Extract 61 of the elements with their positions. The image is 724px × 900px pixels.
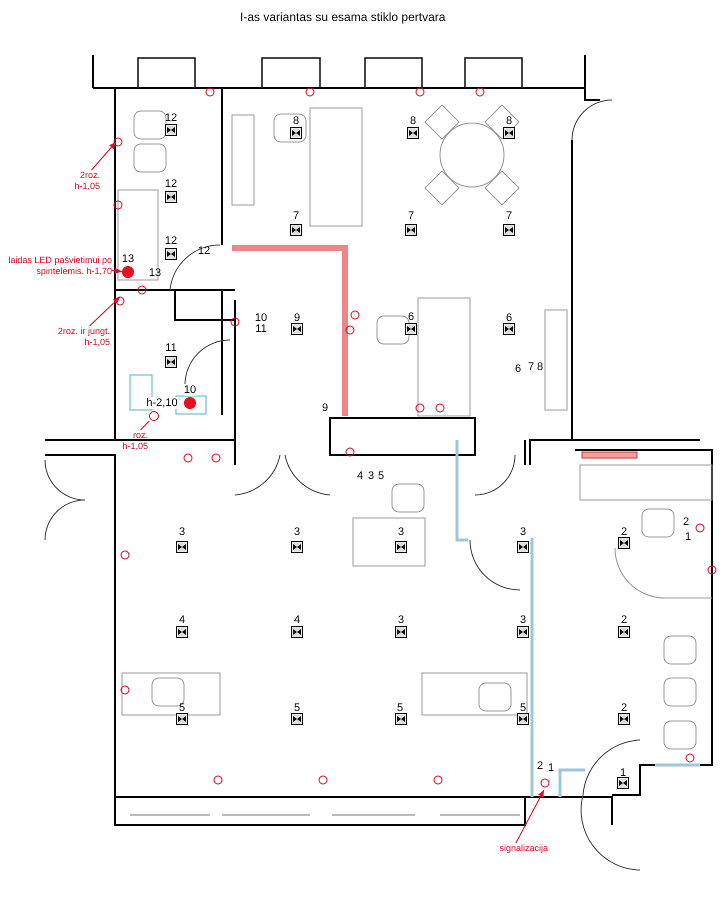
leader-line [112,268,122,274]
fixture-number: 2 [682,516,690,528]
fixture-number: 12 [198,245,210,257]
fixture-number: 11 [165,342,177,354]
fixture-number: 5 [294,702,300,714]
fixture-number: 10 [184,384,196,396]
fixture-number: 7 [408,210,414,222]
fixture-number: 7 [292,210,300,222]
leader-line [515,790,544,844]
leader-line [89,296,120,326]
fixture-number: 12 [164,235,178,247]
fixture-number: 8 [410,115,416,127]
fixture-number: 6 [408,311,414,323]
leader-line [91,142,116,170]
fixture-number: 3 [368,470,374,482]
fixture-number: 3 [294,526,300,538]
fixture-number: 3 [398,526,404,538]
height-note: h-2,10 [146,397,178,409]
fixture-number: 9 [322,402,328,414]
fixture-number: 5 [396,702,404,714]
fixture-number: 6 [506,312,512,324]
marker-dot [122,266,134,278]
fixture-number: 3 [520,614,526,626]
outlet-symbol [149,411,159,421]
diagram-title: I-as variantas su esama stiklo pertvara [240,10,446,24]
annotation-text: 2roz. h-1,05 [64,170,100,192]
fixture-number: 12 [164,178,178,190]
fixture-number: 2 [620,702,628,714]
fixture-number: 3 [520,526,526,538]
fixture-number: 3 [178,526,186,538]
fixture-number: 10 [254,312,268,324]
fixture-number: 1 [620,767,626,779]
fixture-number: 4 [356,470,364,482]
fixture-number: 2 [620,526,628,538]
fixture-number: 8 [506,115,512,127]
fixture-number: 9 [294,312,300,324]
fixture-number: 8 [292,115,300,127]
annotation-text: signalizacija [478,843,548,854]
fixture-number: 11 [255,323,267,335]
fixture-number: 4 [178,614,186,626]
fixture-number: 2 [536,760,544,772]
fixture-number: 8 [536,361,544,373]
marker-dot [184,397,196,409]
annotation-text: roz. h-1,05 [112,430,148,452]
annotation-text: laidas LED pašvietimui po spintelėmis. h-1,70 [8,255,112,277]
fixture-number: 7 [506,210,512,222]
fixture-number: 13 [148,267,162,279]
fixture-number: 12 [164,112,178,124]
fixture-number: 1 [684,531,692,543]
fixture-number: 3 [398,614,404,626]
fixture-number: 2 [620,614,628,626]
leader-line [140,420,150,430]
fixture-number: 5 [378,470,384,482]
fixture-number: 5 [520,702,526,714]
fixture-number: 13 [122,253,134,265]
fixture-number: 6 [514,363,522,375]
annotation-text: 2roz. ir jungt. h-1,05 [46,326,110,348]
fixture-number: 4 [294,614,300,626]
fixture-number: 7 [528,361,534,373]
fixture-number: 5 [178,702,186,714]
fixture-number: 1 [548,762,554,774]
